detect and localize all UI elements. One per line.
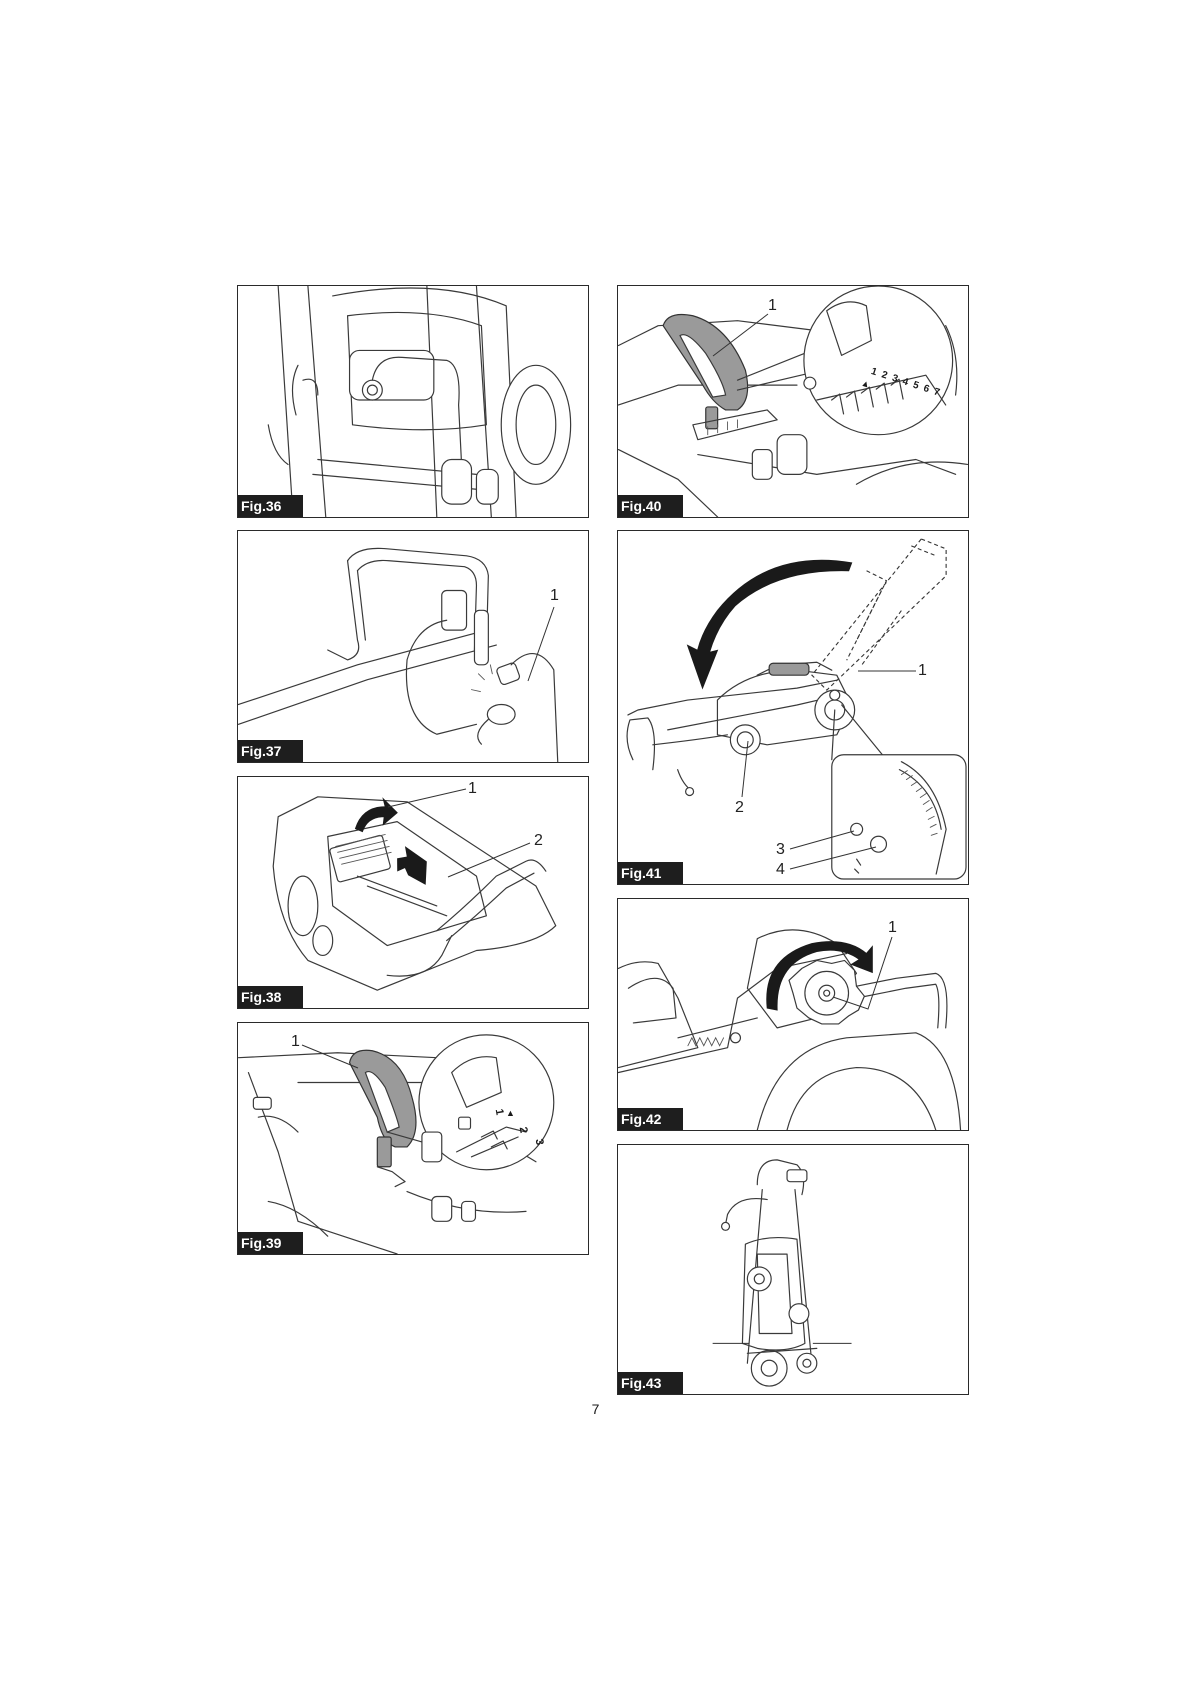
figure-43: Fig.43	[617, 1144, 969, 1395]
figure-label: Fig.40	[618, 495, 683, 517]
leader-line	[238, 531, 589, 763]
figure-43-illustration	[618, 1145, 968, 1394]
scale-digit: 3	[533, 1138, 546, 1146]
leader-lines	[618, 531, 969, 885]
figure-label: Fig.42	[618, 1108, 683, 1130]
leader-lines	[238, 777, 589, 1009]
figure-42: 1 Fig.42	[617, 898, 969, 1131]
figure-37: 1 Fig.37	[237, 530, 589, 763]
scale-digit: 7	[932, 386, 941, 398]
figure-36: Fig.36	[237, 285, 589, 518]
scale-digit: 2	[517, 1126, 530, 1134]
leader-line	[618, 899, 969, 1131]
setting-scale: 1 ▲ 2 3	[496, 1098, 556, 1168]
figure-label: Fig.36	[238, 495, 303, 517]
figure-label: Fig.41	[618, 862, 683, 884]
scale-digit: 2	[880, 369, 889, 381]
figure-label: Fig.38	[238, 986, 303, 1008]
figure-label: Fig.39	[238, 1232, 303, 1254]
arrow-marker-icon: ▲	[506, 1108, 515, 1118]
figure-label: Fig.43	[618, 1372, 683, 1394]
figure-label: Fig.37	[238, 740, 303, 762]
scale-digit: 3	[891, 373, 900, 385]
scale-digit: 4	[901, 376, 910, 388]
figure-38: 1 2 Fig.38	[237, 776, 589, 1009]
figure-36-illustration	[238, 286, 588, 517]
figure-40: 1 ▲ 1 2 3 4 5 6 7 Fig.40	[617, 285, 969, 518]
scale-digit: 1	[493, 1108, 506, 1116]
figure-41: 1 2 3 4 Fig.41	[617, 530, 969, 885]
page-number: 7	[0, 1401, 1191, 1417]
scale-digit: 6	[922, 383, 931, 395]
scale-digit: 5	[911, 380, 920, 392]
figure-39: 1 1 ▲ 2 3 Fig.39	[237, 1022, 589, 1255]
